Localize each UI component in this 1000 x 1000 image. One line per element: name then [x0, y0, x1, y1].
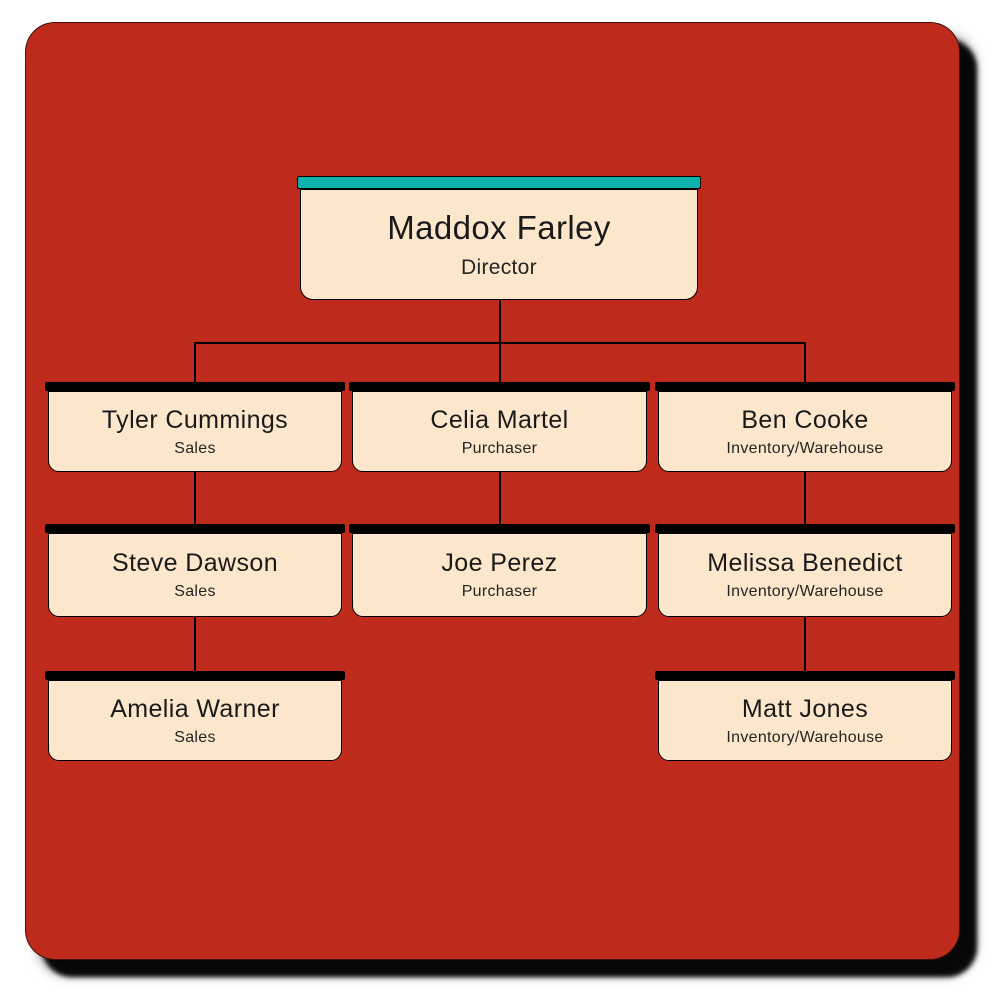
accent-bar: [655, 382, 955, 391]
connector-tyler-steve: [194, 470, 196, 525]
node-name: Steve Dawson: [112, 549, 278, 577]
node-body: Celia Martel Purchaser: [352, 391, 647, 472]
connector-drop-celia: [499, 342, 501, 383]
node-body: Amelia Warner Sales: [48, 680, 342, 761]
node-name: Joe Perez: [441, 549, 558, 577]
node-role: Sales: [174, 439, 216, 457]
accent-bar: [655, 671, 955, 680]
org-node-amelia-warner[interactable]: Amelia Warner Sales: [45, 671, 345, 761]
org-node-maddox-farley[interactable]: Maddox Farley Director: [297, 176, 701, 300]
node-body: Melissa Benedict Inventory/Warehouse: [658, 533, 952, 617]
org-node-steve-dawson[interactable]: Steve Dawson Sales: [45, 524, 345, 617]
connector-ben-melissa: [804, 470, 806, 525]
node-name: Tyler Cummings: [101, 405, 289, 434]
org-node-celia-martel[interactable]: Celia Martel Purchaser: [349, 382, 650, 472]
node-name: Celia Martel: [430, 405, 569, 434]
connector-drop-ben: [804, 342, 806, 383]
node-role: Sales: [174, 583, 216, 600]
node-body: Ben Cooke Inventory/Warehouse: [658, 391, 952, 472]
chart-canvas-board: [25, 22, 960, 960]
node-role: Purchaser: [461, 439, 538, 457]
node-body: Matt Jones Inventory/Warehouse: [658, 680, 952, 761]
node-role: Inventory/Warehouse: [726, 439, 884, 457]
connector-steve-amelia: [194, 616, 196, 672]
node-name: Ben Cooke: [741, 405, 869, 434]
node-body: Tyler Cummings Sales: [48, 391, 342, 472]
connector-celia-joe: [499, 470, 501, 525]
node-role: Inventory/Warehouse: [726, 728, 884, 746]
node-name: Matt Jones: [741, 694, 869, 723]
node-role: Director: [461, 256, 537, 279]
node-role: Purchaser: [461, 583, 538, 600]
accent-bar: [297, 176, 701, 189]
org-node-matt-jones[interactable]: Matt Jones Inventory/Warehouse: [655, 671, 955, 761]
node-body: Steve Dawson Sales: [48, 533, 342, 617]
connector-melissa-matt: [804, 616, 806, 672]
node-role: Sales: [174, 728, 216, 746]
connector-director-down: [499, 300, 501, 343]
node-name: Melissa Benedict: [707, 549, 903, 577]
org-node-melissa-benedict[interactable]: Melissa Benedict Inventory/Warehouse: [655, 524, 955, 617]
node-name: Maddox Farley: [387, 209, 611, 246]
connector-drop-tyler: [194, 342, 196, 383]
org-node-joe-perez[interactable]: Joe Perez Purchaser: [349, 524, 650, 617]
org-node-tyler-cummings[interactable]: Tyler Cummings Sales: [45, 382, 345, 472]
node-role: Inventory/Warehouse: [726, 583, 884, 600]
accent-bar: [349, 382, 650, 391]
node-name: Amelia Warner: [110, 694, 280, 723]
accent-bar: [655, 524, 955, 533]
accent-bar: [45, 382, 345, 391]
org-node-ben-cooke[interactable]: Ben Cooke Inventory/Warehouse: [655, 382, 955, 472]
accent-bar: [45, 524, 345, 533]
node-body: Joe Perez Purchaser: [352, 533, 647, 617]
accent-bar: [349, 524, 650, 533]
accent-bar: [45, 671, 345, 680]
node-body: Maddox Farley Director: [300, 189, 698, 300]
